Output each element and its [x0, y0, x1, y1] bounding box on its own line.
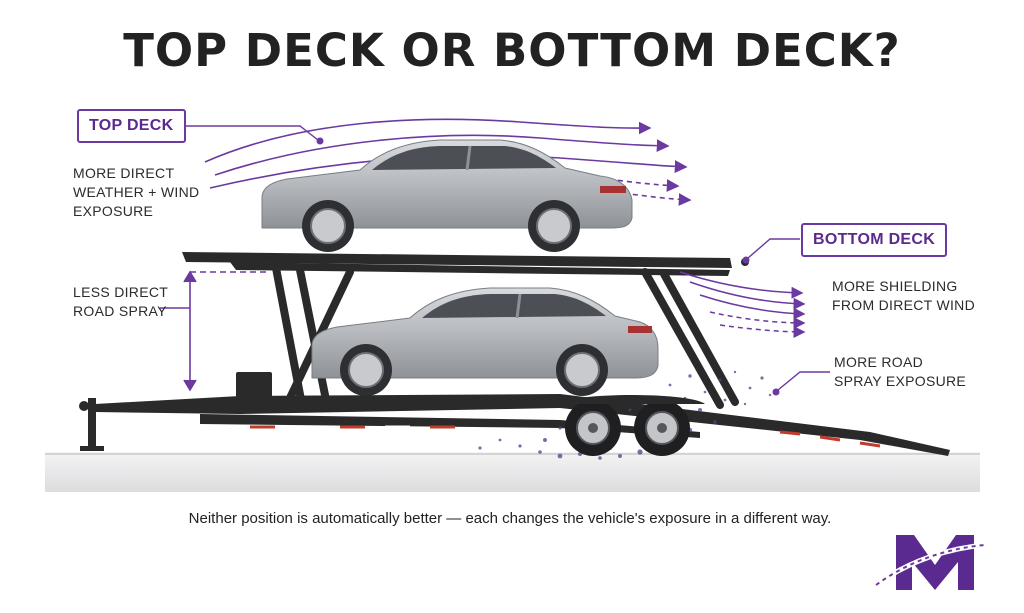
note-line: EXPOSURE — [73, 203, 154, 219]
top-car — [261, 139, 633, 252]
top-deck-tag: TOP DECK — [77, 109, 186, 143]
spray-leader — [777, 371, 830, 391]
top-deck-leader — [178, 125, 319, 141]
wind-shielding-note: MORE SHIELDING FROM DIRECT WIND — [832, 277, 975, 315]
top-deck-exposure-note: MORE DIRECT WEATHER + WIND EXPOSURE — [73, 164, 199, 221]
note-line: MORE ROAD — [834, 354, 924, 370]
note-line: FROM DIRECT WIND — [832, 297, 975, 313]
bottom-deck-leader — [747, 238, 800, 259]
wind-line — [719, 324, 806, 338]
footer-caption: Neither position is automatically better… — [188, 510, 832, 527]
note-line: ROAD SPRAY — [73, 303, 167, 319]
trailer-wheels — [555, 395, 705, 456]
wind-line — [699, 294, 806, 320]
wind-line — [214, 134, 670, 176]
leader-dot — [316, 137, 324, 145]
company-logo — [874, 535, 986, 590]
bottom-car — [311, 287, 659, 396]
reflective-tape — [250, 425, 881, 448]
wind-line — [614, 191, 692, 206]
less-road-spray-note: LESS DIRECT ROAD SPRAY — [73, 283, 168, 321]
top-car-window — [372, 146, 556, 170]
bottom-deck-tag: BOTTOM DECK — [801, 223, 948, 257]
bottom-car-window — [422, 294, 606, 318]
note-line: WEATHER + WIND — [73, 184, 200, 200]
trailer-chassis — [79, 372, 950, 456]
wind-line — [689, 281, 806, 310]
road-spray-note: MORE ROAD SPRAY EXPOSURE — [834, 353, 966, 391]
road-surface — [45, 452, 980, 492]
wind-line — [709, 311, 806, 329]
deck-height-indicator — [160, 270, 270, 392]
note-line: MORE SHIELDING — [832, 278, 958, 294]
wind-line — [679, 271, 804, 299]
note-line: LESS DIRECT — [73, 284, 169, 300]
logo-letter-shape — [896, 535, 974, 590]
note-line: MORE DIRECT — [73, 165, 175, 181]
note-line: SPRAY EXPOSURE — [834, 373, 967, 389]
page-title: TOP DECK OR BOTTOM DECK? — [123, 24, 901, 77]
wind-line — [204, 118, 652, 163]
bottom-wind-lines — [679, 271, 806, 338]
